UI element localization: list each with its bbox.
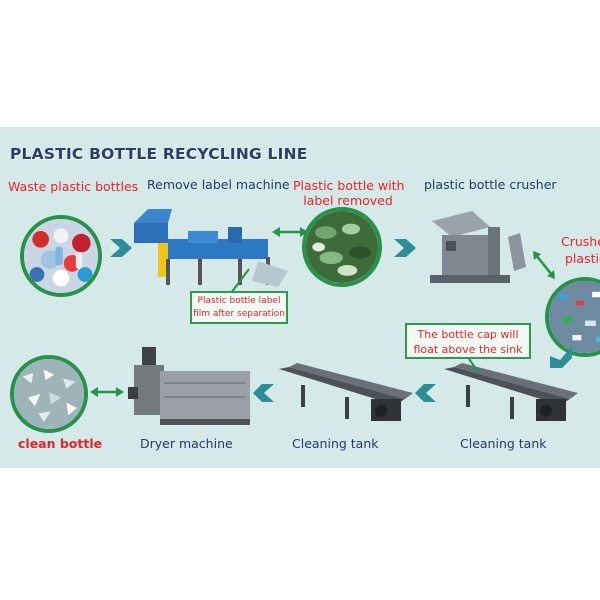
dryer-machine-image: [128, 347, 250, 425]
diagram-title: PLASTIC BOTTLE RECYCLING LINE: [10, 145, 308, 163]
diagram-panel: PLASTIC BOTTLE RECYCLING LINE Waste plas…: [0, 127, 600, 468]
callout-label-film: Plastic bottle label film after separati…: [190, 291, 288, 324]
label-removed-line1: Plastic bottle with: [293, 178, 405, 193]
label-remove-label-machine: Remove label machine: [147, 177, 290, 192]
callout-film-line2: film after separation: [193, 309, 285, 319]
callout-connector: [230, 268, 250, 294]
label-crushed-line1: Crushe: [561, 234, 600, 249]
callout-film-line1: Plastic bottle label: [197, 296, 281, 306]
callout-cap-line1: The bottle cap will: [417, 328, 519, 341]
double-arrow-icon: [272, 227, 308, 237]
cleaning-tank-2-image: [444, 363, 578, 421]
bottles-label-removed-photo: [302, 207, 382, 287]
label-removed-line2: label removed: [303, 193, 393, 208]
crushed-plastic-photo: [545, 277, 600, 357]
arrow-down-left-icon: [550, 346, 572, 368]
label-waste-bottles: Waste plastic bottles: [8, 179, 139, 194]
arrow-right-icon: [110, 239, 132, 257]
plastic-bottle-crusher-image: [430, 211, 526, 283]
callout-cap-line2: float above the sink: [413, 343, 523, 356]
label-dryer-machine: Dryer machine: [140, 436, 233, 451]
label-crusher: plastic bottle crusher: [424, 177, 557, 192]
remove-label-machine-image: [134, 209, 288, 287]
waste-bottles-photo: [20, 215, 102, 297]
double-arrow-icon: [90, 387, 124, 397]
label-clean-bottle: clean bottle: [18, 436, 103, 451]
clean-bottle-photo: [10, 355, 88, 433]
callout-connector: [468, 358, 480, 374]
cleaning-tank-1-image: [279, 363, 413, 421]
label-crushed-line2: plastic: [565, 251, 600, 266]
arrow-left-icon: [253, 384, 274, 402]
label-cleaning-tank-1: Cleaning tank: [292, 436, 379, 451]
arrow-right-icon: [394, 239, 416, 257]
label-bottle-label-removed: Plastic bottle with label removed: [293, 178, 405, 208]
double-arrow-icon: [533, 251, 555, 279]
label-cleaning-tank-2: Cleaning tank: [460, 436, 547, 451]
arrow-left-icon: [415, 384, 436, 402]
callout-bottle-cap: The bottle cap will float above the sink: [405, 323, 531, 359]
